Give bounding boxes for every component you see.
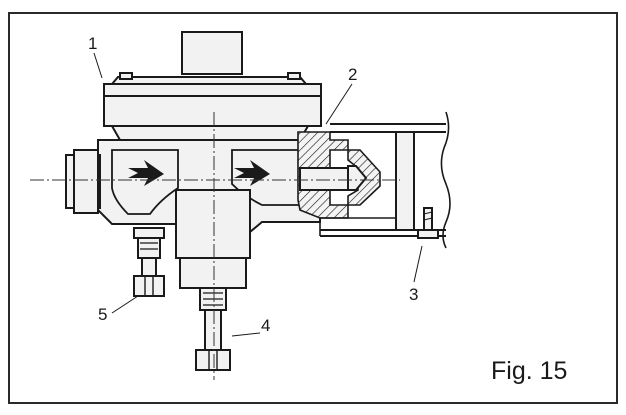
diaphragm-housing xyxy=(109,76,309,85)
burner-housing xyxy=(319,111,451,249)
callout-4: 4 xyxy=(261,316,270,335)
callout-5: 5 xyxy=(98,305,107,324)
callout-1: 1 xyxy=(88,34,97,53)
outlet-coupling xyxy=(297,131,381,219)
adjusting-screw-4 xyxy=(195,287,231,371)
leader-line-1 xyxy=(93,52,103,79)
pressure-regulator xyxy=(65,31,381,371)
leader-line-4 xyxy=(231,332,261,337)
figure-caption: Fig. 15 xyxy=(491,357,567,385)
adjusting-screw-5 xyxy=(133,227,165,297)
callout-2: 2 xyxy=(348,65,357,84)
flow-arrow-outlet xyxy=(234,160,270,186)
leader-lines xyxy=(93,52,423,337)
flow-arrow-inlet xyxy=(128,160,164,186)
adjuster-cap xyxy=(181,31,243,75)
leader-line-3 xyxy=(413,245,423,283)
leader-line-5 xyxy=(111,295,139,314)
fixing-screw-3 xyxy=(417,207,439,239)
spring-housing-base xyxy=(179,257,247,289)
callout-3: 3 xyxy=(409,285,418,304)
leader-line-2 xyxy=(325,83,353,125)
